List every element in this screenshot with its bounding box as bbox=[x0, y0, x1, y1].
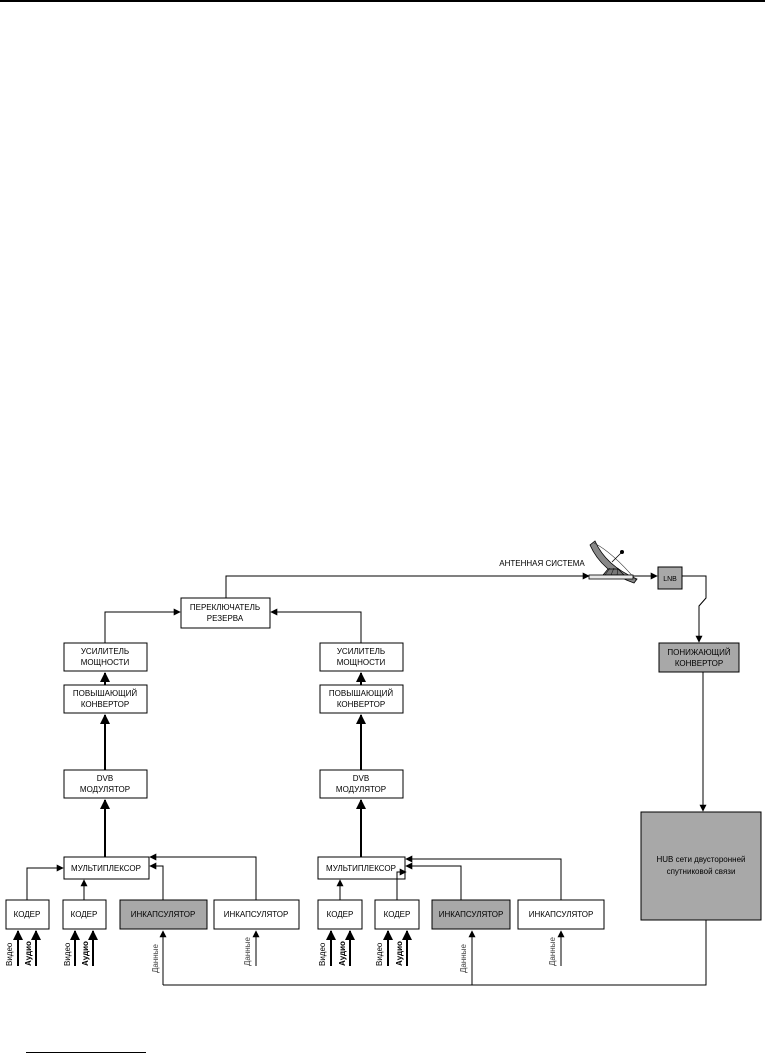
hub-label-line2: спутниковой связи bbox=[667, 867, 736, 876]
switch-to-antenna-line bbox=[225, 572, 590, 598]
right-power-amp-label-line1: УСИЛИТЕЛЬ bbox=[337, 647, 385, 656]
page-top-rule bbox=[0, 0, 765, 2]
left-coder-2-box bbox=[62, 899, 107, 930]
left-encap-white-data-label: Данные bbox=[243, 937, 252, 966]
left-dvb-modulator-label-line2: МОДУЛЯТОР bbox=[80, 785, 130, 794]
right-upconverter-box bbox=[319, 684, 404, 714]
right-dvb-modulator-box bbox=[319, 769, 404, 799]
left-encapsulator-gray-label: ИНКАПСУЛЯТОР bbox=[131, 910, 196, 919]
right-upconverter-label-line2: КОНВЕРТОР bbox=[337, 700, 385, 709]
right-dvb-modulator-label-line2: МОДУЛЯТОР bbox=[336, 785, 386, 794]
lnb-box bbox=[657, 566, 683, 590]
right-encapsulator-gray-label: ИНКАПСУЛЯТОР bbox=[439, 910, 504, 919]
right-coder2-audio-label: Аудио bbox=[395, 941, 404, 966]
footnote-rule bbox=[26, 1052, 146, 1053]
left-upconverter-label-line1: ПОВЫШАЮЩИЙ bbox=[73, 689, 137, 698]
satellite-dish-icon bbox=[588, 540, 638, 584]
left-coder2-video-label: Видео bbox=[63, 942, 72, 966]
right-encap-gray-to-mux-line bbox=[405, 862, 462, 900]
right-multiplexer-label: МУЛЬТИПЛЕКСОР bbox=[326, 864, 396, 873]
lnb-to-downconverter-line bbox=[682, 575, 707, 643]
backup-switch-label-line1: ПЕРЕКЛЮЧАТЕЛЬ bbox=[190, 603, 260, 612]
left-multiplexer-box bbox=[63, 856, 150, 880]
left-coder1-video-label: Видео bbox=[5, 942, 14, 966]
left-encapsulator-gray-box bbox=[119, 899, 208, 930]
left-upconverter-label-line2: КОНВЕРТОР bbox=[81, 700, 129, 709]
left-coder1-audio-label: Аудио bbox=[24, 941, 33, 966]
right-coder1-video-label: Видео bbox=[318, 942, 327, 966]
right-dvb-modulator-label-line1: DVB bbox=[353, 774, 369, 783]
downconverter-label-line1: ПОНИЖАЮЩИЙ bbox=[667, 648, 731, 657]
right-upconverter-label-line1: ПОВЫШАЮЩИЙ bbox=[329, 689, 393, 698]
left-encapsulator-white-label: ИНКАПСУЛЯТОР bbox=[224, 910, 289, 919]
left-coder1-to-mux-line bbox=[26, 864, 64, 900]
right-encap-white-data-label: Данные bbox=[548, 937, 557, 966]
downconverter-box bbox=[658, 642, 740, 673]
backup-switch-label-line2: РЕЗЕРВА bbox=[207, 614, 244, 623]
left-coder2-audio-label: Аудио bbox=[81, 941, 90, 966]
backup-switch-box bbox=[180, 597, 271, 629]
right-coder2-video-label: Видео bbox=[375, 942, 384, 966]
right-encapsulator-white-label: ИНКАПСУЛЯТОР bbox=[529, 910, 594, 919]
left-encapsulator-white-box bbox=[213, 899, 300, 930]
left-encap-gray-to-mux-arrow bbox=[149, 862, 164, 880]
right-encapsulator-gray-box bbox=[431, 899, 511, 930]
left-coder-1-label: КОДЕР bbox=[14, 910, 41, 919]
left-encap-white-to-mux-line bbox=[149, 853, 257, 900]
hub-label-line1: HUB сети двусторонней bbox=[657, 855, 746, 864]
left-amp-to-switch-line bbox=[104, 608, 181, 643]
right-power-amp-label-line2: МОЩНОСТИ bbox=[337, 658, 386, 667]
left-coder-2-label: КОДЕР bbox=[71, 910, 98, 919]
right-coder-2-label: КОДЕР bbox=[384, 910, 411, 919]
downconverter-label-line2: КОНВЕРТОР bbox=[675, 659, 723, 668]
hub-return-bus-line bbox=[163, 920, 707, 986]
left-power-amp-label-line1: УСИЛИТЕЛЬ bbox=[81, 647, 129, 656]
left-power-amp-box bbox=[63, 642, 148, 672]
left-power-amp-label-line2: МОЩНОСТИ bbox=[81, 658, 130, 667]
lnb-label: LNB bbox=[663, 576, 677, 583]
right-coder2-to-mux-line bbox=[396, 868, 407, 900]
hub-box bbox=[640, 811, 762, 921]
right-amp-to-switch-line bbox=[270, 608, 362, 643]
left-encap-gray-data-label: Данные bbox=[151, 944, 160, 973]
left-multiplexer-label: МУЛЬТИПЛЕКСОР bbox=[71, 864, 141, 873]
left-dvb-modulator-box bbox=[63, 769, 148, 799]
right-encap-white-to-mux-line bbox=[405, 855, 562, 900]
right-coder-1-label: КОДЕР bbox=[327, 910, 354, 919]
right-encap-gray-data-label: Данные bbox=[459, 944, 468, 973]
left-dvb-modulator-label-line1: DVB bbox=[97, 774, 113, 783]
antenna-system-label: АНТЕННАЯ СИСТЕМА bbox=[499, 559, 585, 568]
right-coder1-audio-label: Аудио bbox=[338, 941, 347, 966]
right-encapsulator-white-box bbox=[517, 899, 605, 930]
